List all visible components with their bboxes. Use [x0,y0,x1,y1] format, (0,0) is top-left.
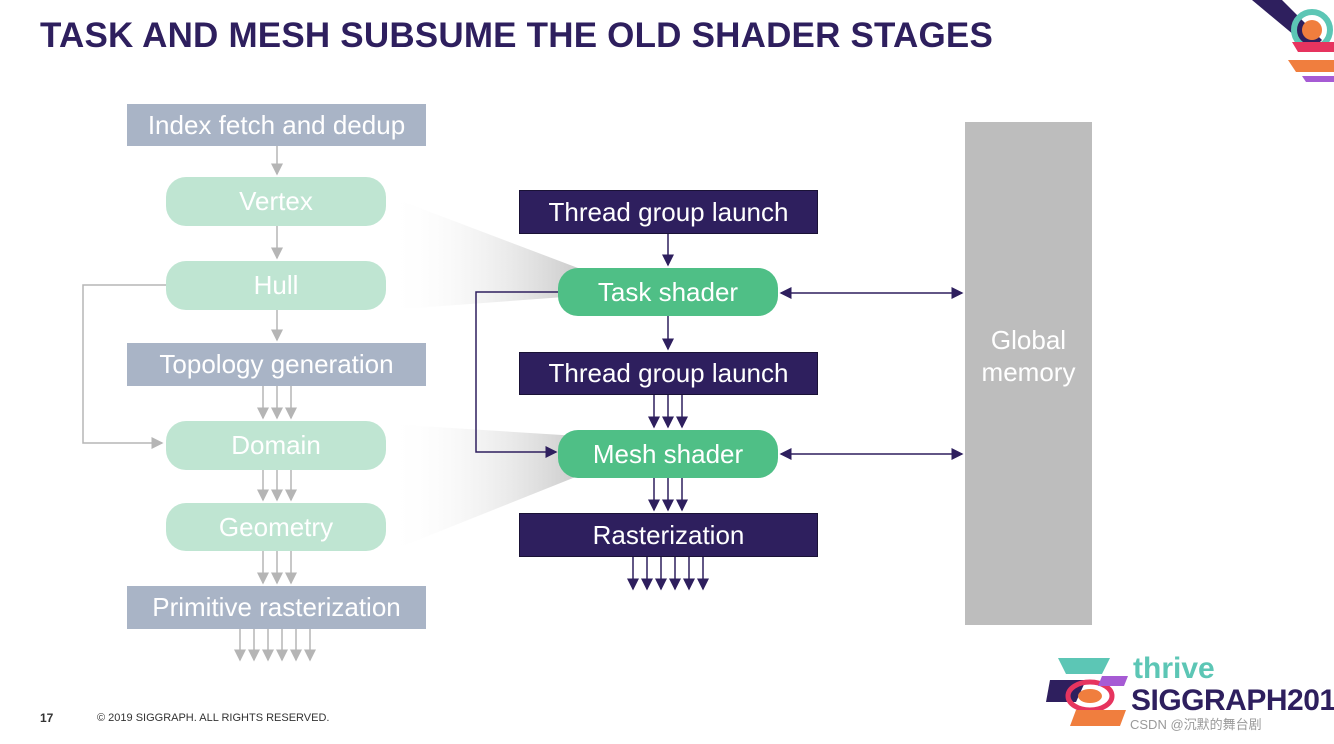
siggraph-logo-icon [1046,658,1128,726]
stage-primitive-rasterization: Primitive rasterization [127,586,426,629]
stage-thread-group-launch-1: Thread group launch [519,190,818,234]
stage-geometry: Geometry [166,503,386,551]
corner-logo-decoration [1252,0,1334,82]
stage-rasterization: Rasterization [519,513,818,557]
stage-domain: Domain [166,421,386,470]
stage-hull: Hull [166,261,386,310]
global-memory-block: Global memory [965,122,1092,625]
watermark-text: CSDN @沉默的舞台剧 [1130,717,1262,732]
stage-vertex: Vertex [166,177,386,226]
funnel-vertex-hull-to-task [388,196,578,310]
stage-thread-group-launch-2: Thread group launch [519,352,818,395]
funnel-domain-geom-to-mesh [388,424,578,552]
copyright-notice: © 2019 SIGGRAPH. ALL RIGHTS RESERVED. [97,712,330,724]
siggraph-wordmark: SIGGRAPH2019 [1131,684,1334,717]
stage-index-fetch: Index fetch and dedup [127,104,426,146]
stage-topology-generation: Topology generation [127,343,426,386]
stage-mesh-shader: Mesh shader [558,430,778,478]
stage-task-shader: Task shader [558,268,778,316]
slide-title: TASK AND MESH SUBSUME THE OLD SHADER STA… [40,16,994,55]
page-number: 17 [40,711,54,725]
global-memory-label: Global memory [981,324,1076,387]
thrive-wordmark: thrive [1133,652,1215,685]
